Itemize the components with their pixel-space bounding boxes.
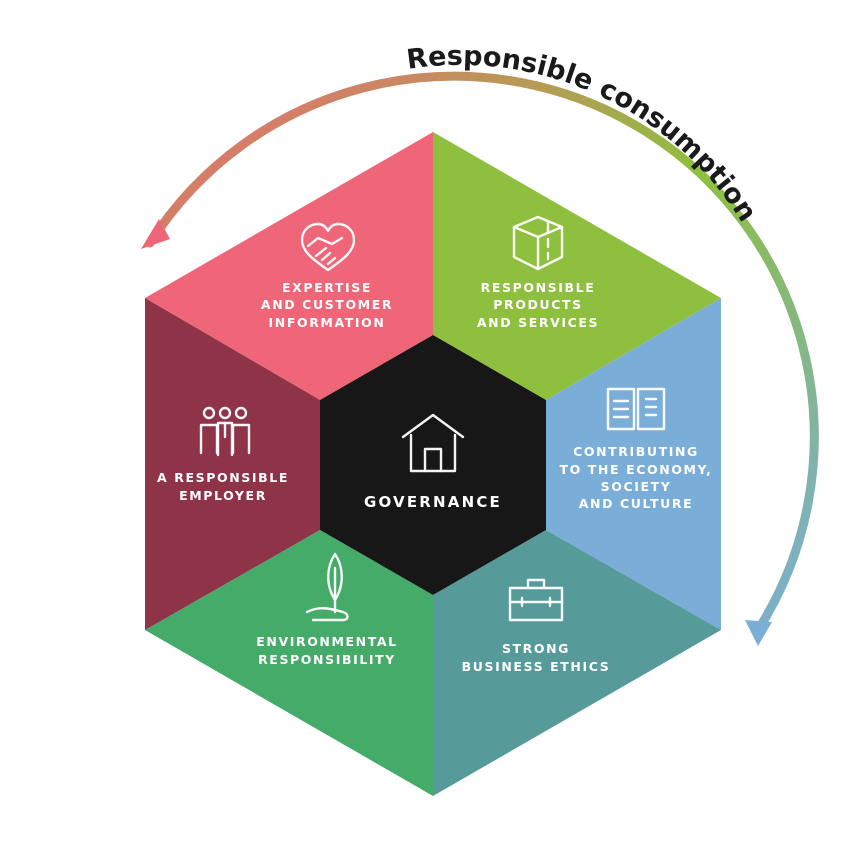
label-line: AND CUSTOMER	[261, 297, 393, 312]
label-line: TO THE ECONOMY,	[560, 462, 713, 477]
label-line: AND CULTURE	[579, 496, 694, 511]
label-line: INFORMATION	[269, 315, 386, 330]
label-line: ENVIRONMENTAL	[256, 634, 397, 649]
label-line: STRONG	[502, 641, 570, 656]
briefcase-icon	[508, 578, 564, 622]
label-line: RESPONSIBILITY	[258, 652, 396, 667]
segment-ethics[interactable]	[433, 530, 721, 796]
governance-label: GOVERNANCE	[364, 493, 502, 511]
label-products: RESPONSIBLE PRODUCTS AND SERVICES	[477, 280, 599, 330]
governance-center[interactable]	[320, 335, 546, 595]
arc-arrowhead-left	[141, 219, 170, 249]
label-line: EXPERTISE	[282, 280, 372, 295]
label-line: PRODUCTS	[493, 297, 582, 312]
label-environment: ENVIRONMENTAL RESPONSIBILITY	[256, 634, 397, 667]
people-icon	[199, 406, 251, 457]
label-expertise: EXPERTISE AND CUSTOMER INFORMATION	[261, 280, 393, 330]
arc-arrowhead-right	[745, 620, 772, 646]
segment-environment[interactable]	[145, 530, 433, 796]
label-economy: CONTRIBUTING TO THE ECONOMY, SOCIETY AND…	[560, 444, 713, 511]
consumption-arc	[141, 71, 819, 646]
label-line: EMPLOYER	[179, 488, 267, 503]
label-line: CONTRIBUTING	[573, 444, 699, 459]
segment-economy[interactable]	[546, 298, 721, 630]
label-employer: A RESPONSIBLE EMPLOYER	[157, 470, 289, 503]
label-ethics: STRONG BUSINESS ETHICS	[462, 641, 611, 674]
segment-employer[interactable]	[145, 298, 320, 630]
house-icon	[401, 413, 465, 473]
heart-handshake-icon	[300, 222, 356, 272]
box-icon	[512, 215, 564, 271]
book-icon	[606, 387, 666, 431]
label-line: RESPONSIBLE	[481, 280, 596, 295]
segment-expertise[interactable]	[145, 132, 433, 400]
label-line: A RESPONSIBLE	[157, 470, 289, 485]
leaf-hand-icon	[305, 552, 349, 622]
label-line: SOCIETY	[601, 479, 672, 494]
label-line: BUSINESS ETHICS	[462, 659, 611, 674]
label-line: AND SERVICES	[477, 315, 599, 330]
segment-products[interactable]	[433, 132, 721, 400]
